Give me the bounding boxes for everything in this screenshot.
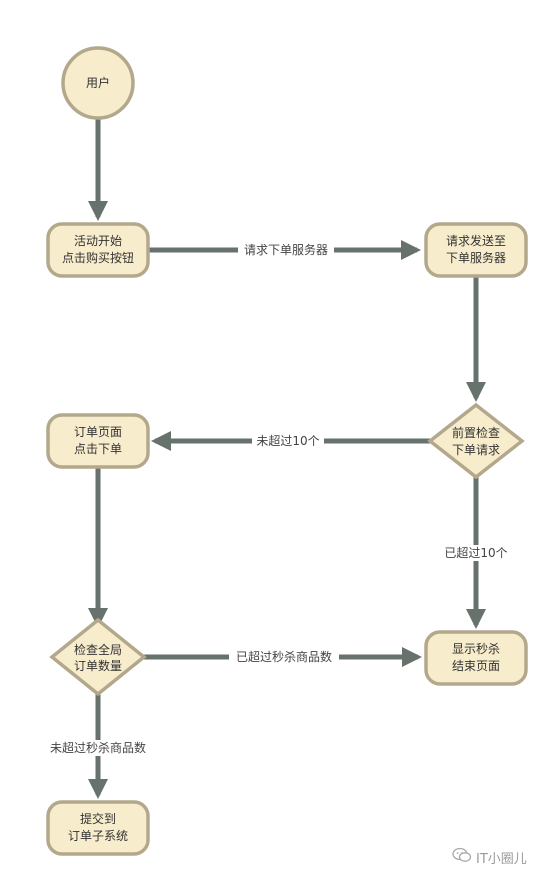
edge-label-exceeded-stock: 已超过秒杀商品数 <box>236 649 332 664</box>
node-submit-order-line2: 订单子系统 <box>68 829 128 843</box>
node-submit-order-line1: 提交到 <box>80 811 116 826</box>
watermark-text: IT小圈儿 <box>476 851 527 867</box>
node-order-page-line2: 点击下单 <box>74 442 122 456</box>
edge-labels: 请求下单服务器 未超过10个 已超过10个 已超过秒杀商品数 未超过秒杀商品数 <box>43 242 512 756</box>
node-global-check-line1: 检查全局 <box>74 642 122 657</box>
node-send-request-line2: 下单服务器 <box>446 250 506 265</box>
edge-label-not-exceed-10: 未超过10个 <box>256 433 319 448</box>
wechat-icon <box>452 847 472 867</box>
node-send-request: 请求发送至 下单服务器 <box>424 222 528 278</box>
node-seckill-end-line2: 结束页面 <box>452 659 500 673</box>
node-global-check: 检查全局 订单数量 <box>49 617 147 697</box>
node-user: 用户 <box>61 46 135 120</box>
edge-label-request-server: 请求下单服务器 <box>244 242 328 257</box>
node-activity-start-line2: 点击购买按钮 <box>62 250 134 265</box>
edge-label-exceeded-10: 已超过10个 <box>444 545 507 560</box>
node-activity-start: 活动开始 点击购买按钮 <box>46 222 150 278</box>
node-order-page-line1: 订单页面 <box>74 425 122 439</box>
node-pre-check: 前置检查 下单请求 <box>427 402 525 480</box>
node-pre-check-line2: 下单请求 <box>452 443 500 457</box>
node-send-request-line1: 请求发送至 <box>446 233 506 248</box>
node-user-label: 用户 <box>86 75 110 90</box>
node-global-check-line2: 订单数量 <box>74 658 122 673</box>
node-pre-check-line1: 前置检查 <box>452 425 500 440</box>
node-order-page: 订单页面 点击下单 <box>46 413 150 469</box>
node-activity-start-line1: 活动开始 <box>74 234 122 248</box>
edge-label-not-exceeded-stock: 未超过秒杀商品数 <box>50 740 146 755</box>
node-seckill-end: 显示秒杀 结束页面 <box>424 630 528 686</box>
node-submit-order: 提交到 订单子系统 <box>46 800 150 856</box>
node-seckill-end-line1: 显示秒杀 <box>452 641 500 656</box>
watermark: IT小圈儿 <box>452 847 527 867</box>
edges <box>88 118 486 799</box>
